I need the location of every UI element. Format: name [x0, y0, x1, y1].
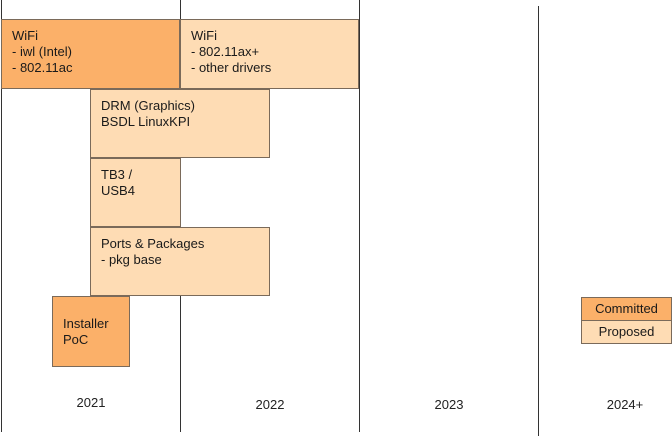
box-text-line: Ports & Packages [101, 236, 205, 251]
box-text-line: USB4 [101, 183, 135, 198]
legend-committed: Committed [581, 297, 672, 321]
roadmap-box-wifi-2022: WiFi - 802.11ax+ - other drivers [180, 19, 359, 89]
legend-proposed: Proposed [581, 320, 672, 344]
year-label: 2022 [255, 397, 285, 412]
box-text-line: PoC [63, 332, 89, 347]
roadmap-box-installer: Installer PoC [52, 296, 130, 367]
box-text-line: WiFi [191, 28, 217, 43]
box-text-line: - 802.11ax+ [191, 44, 260, 59]
box-text-line: - other drivers [191, 60, 272, 75]
box-text-line: BSDL LinuxKPI [101, 114, 191, 129]
legend-proposed-label: Proposed [598, 324, 655, 339]
box-text-line: - iwl (Intel) [12, 44, 72, 59]
roadmap-box-drm: DRM (Graphics) BSDL LinuxKPI [90, 89, 270, 158]
legend-committed-label: Committed [595, 301, 658, 316]
box-text-line: WiFi [12, 28, 38, 43]
box-text-line: - pkg base [101, 252, 162, 267]
box-text-line: Installer [63, 316, 109, 331]
box-text-line: - 802.11ac [12, 60, 73, 75]
divider-line [1, 0, 2, 432]
divider-line [538, 6, 539, 436]
roadmap-box-ports: Ports & Packages - pkg base [90, 227, 270, 296]
box-text-line: TB3 / [101, 167, 133, 182]
year-label: 2023 [434, 397, 464, 412]
divider-line [359, 0, 360, 432]
year-label: 2021 [76, 395, 106, 410]
box-text-line: DRM (Graphics) [101, 98, 195, 113]
year-label: 2024+ [606, 397, 644, 412]
roadmap-box-tb3: TB3 / USB4 [90, 158, 181, 227]
roadmap-box-wifi-2021: WiFi - iwl (Intel) - 802.11ac [1, 19, 180, 89]
